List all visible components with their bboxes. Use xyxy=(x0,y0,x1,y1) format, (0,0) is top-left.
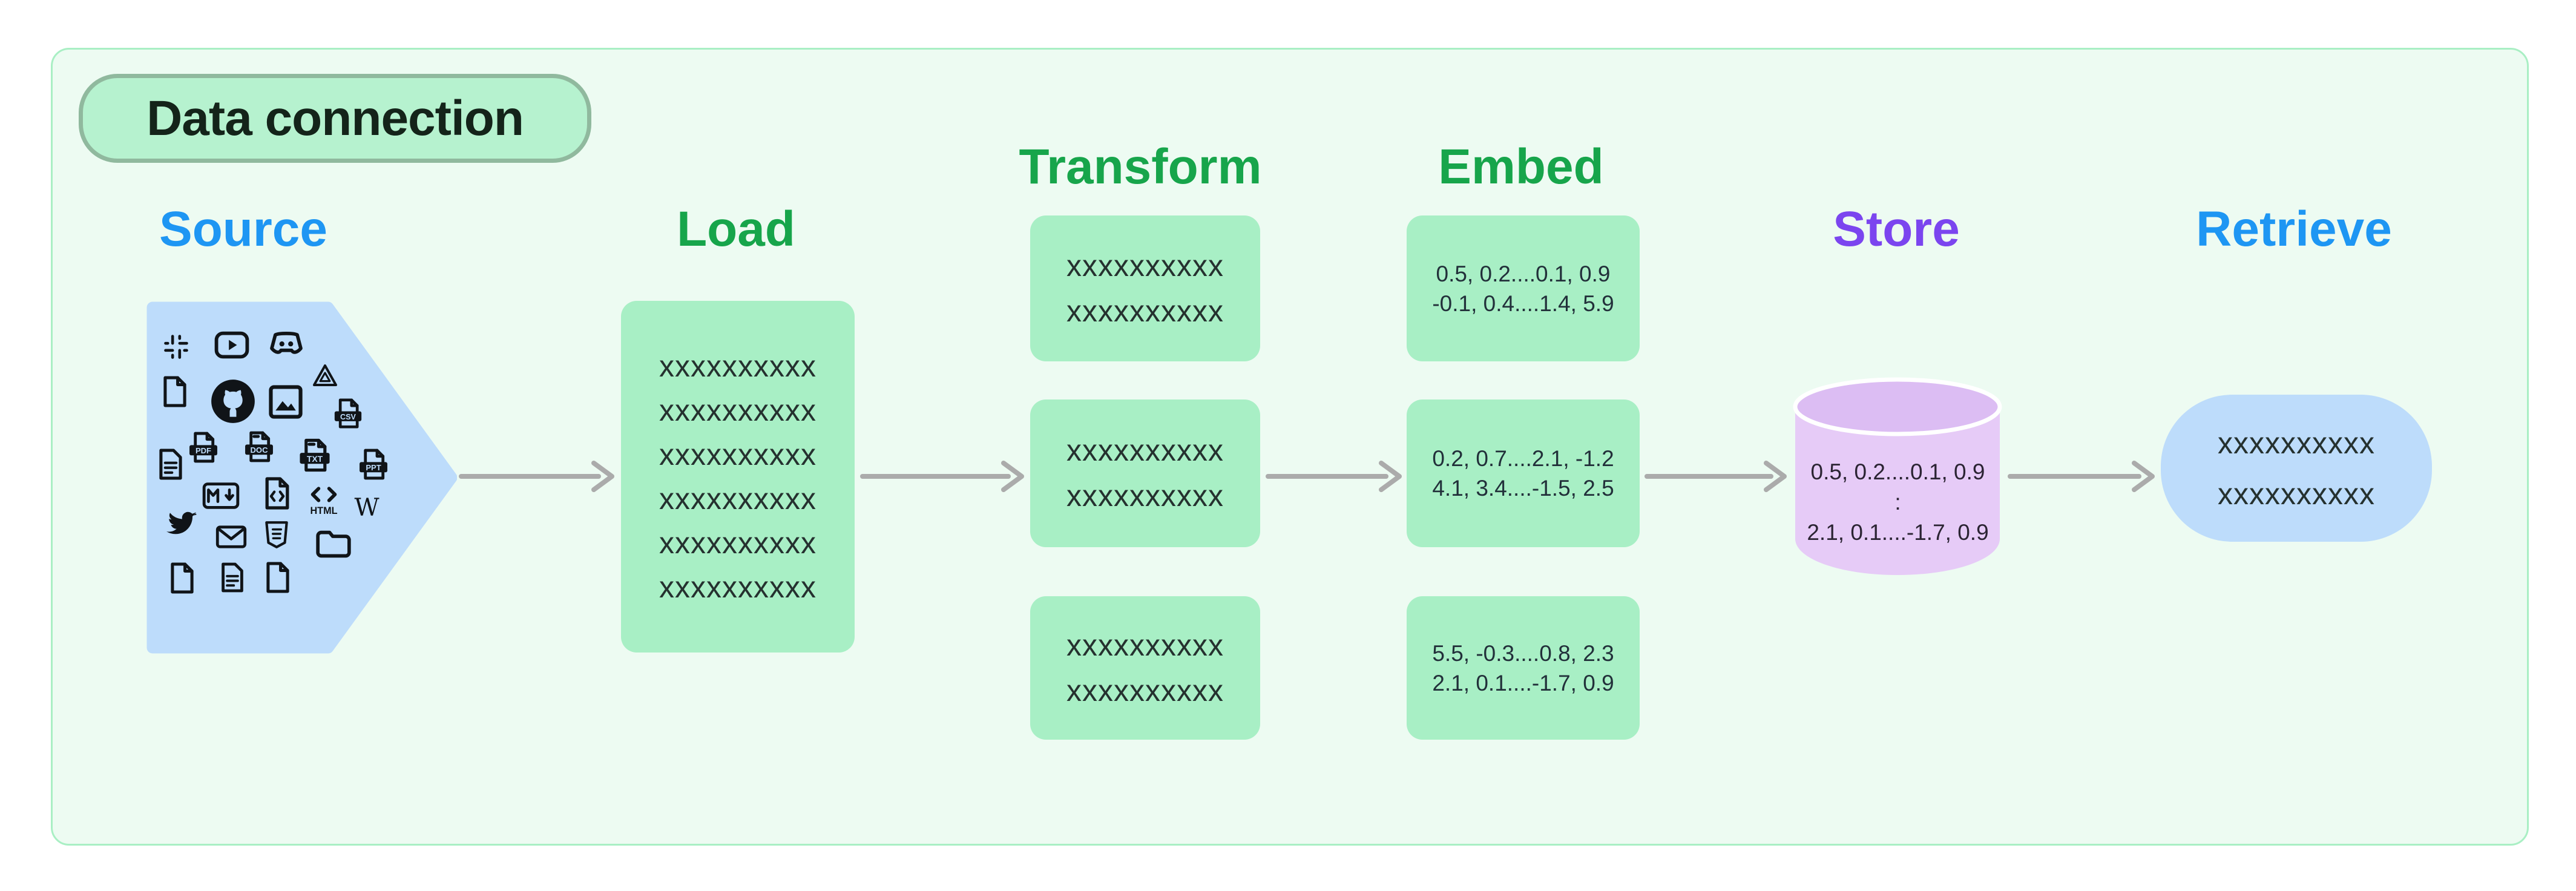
arrow-source-to-load xyxy=(459,461,614,492)
slack-icon xyxy=(161,332,191,362)
folder-icon xyxy=(315,529,352,559)
arrow-store-to-retrieve xyxy=(2008,461,2155,492)
svg-text:PPT: PPT xyxy=(366,463,381,472)
transform-doc-node: xxxxxxxxxx xxxxxxxxxx xyxy=(1030,215,1260,361)
text-line: xxxxxxxxxx xyxy=(1066,248,1224,283)
embed-vector-node: 0.5, 0.2....0.1, 0.9 -0.1, 0.4....1.4, 5… xyxy=(1407,215,1640,361)
code-file-icon xyxy=(263,476,292,511)
store-database-cylinder xyxy=(1793,377,2002,575)
file-text-icon xyxy=(219,561,246,594)
heading-transform: Transform xyxy=(1019,139,1262,194)
transform-doc-node: xxxxxxxxxx xxxxxxxxxx xyxy=(1030,596,1260,740)
vector-line: 0.2, 0.7....2.1, -1.2 xyxy=(1432,446,1614,471)
heading-retrieve: Retrieve xyxy=(2196,202,2392,257)
vector-line: : xyxy=(1894,490,1901,515)
image-icon xyxy=(267,383,304,421)
heading-embed: Embed xyxy=(1438,139,1604,194)
text-line: xxxxxxxxxx xyxy=(1066,628,1224,662)
vector-line: 4.1, 3.4....-1.5, 2.5 xyxy=(1432,476,1614,501)
arrow-load-to-transform xyxy=(860,461,1024,492)
file-icon xyxy=(264,561,292,594)
svg-text:HTML: HTML xyxy=(310,505,337,516)
github-icon xyxy=(208,376,258,426)
diagram-title: Data connection xyxy=(146,90,524,146)
pdf-file-icon: PDF xyxy=(186,430,221,465)
transform-doc-node: xxxxxxxxxx xxxxxxxxxx xyxy=(1030,399,1260,547)
csv-file-icon: CSV xyxy=(331,396,365,430)
text-line: xxxxxxxxxx xyxy=(1066,433,1224,467)
text-line: xxxxxxxxxx xyxy=(2218,476,2375,511)
text-line: xxxxxxxxxx xyxy=(659,393,816,427)
svg-text:PDF: PDF xyxy=(196,446,211,455)
heading-source: Source xyxy=(159,202,327,257)
heading-load: Load xyxy=(677,202,795,257)
text-line: xxxxxxxxxx xyxy=(659,570,816,604)
embed-vector-node: 0.2, 0.7....2.1, -1.2 4.1, 3.4....-1.5, … xyxy=(1407,399,1640,547)
vector-line: 2.1, 0.1....-1.7, 0.9 xyxy=(1432,670,1614,695)
discord-icon xyxy=(268,330,305,361)
arrow-embed-to-store xyxy=(1644,461,1787,492)
retrieve-node: xxxxxxxxxx xxxxxxxxxx xyxy=(2161,395,2432,542)
svg-text:CSV: CSV xyxy=(340,413,356,421)
vector-line: 0.5, 0.2....0.1, 0.9 xyxy=(1810,459,1985,484)
txt-file-icon: TXT xyxy=(296,436,334,474)
arrow-transform-to-embed xyxy=(1266,461,1402,492)
text-line: xxxxxxxxxx xyxy=(1066,294,1224,328)
wikipedia-icon: W xyxy=(351,494,383,522)
doc-file-icon: DOC xyxy=(242,429,277,464)
text-line: xxxxxxxxxx xyxy=(659,349,816,383)
embed-vector-node: 5.5, -0.3....0.8, 2.3 2.1, 0.1....-1.7, … xyxy=(1407,596,1640,740)
heading-store: Store xyxy=(1833,202,1960,257)
vector-line: 0.5, 0.2....0.1, 0.9 xyxy=(1436,261,1611,286)
vector-line: 2.1, 0.1....-1.7, 0.9 xyxy=(1807,520,1989,545)
text-line: xxxxxxxxxx xyxy=(659,525,816,560)
svg-text:DOC: DOC xyxy=(251,446,269,455)
source-node: CSV PDF DOC TXT PPT HTML W xyxy=(146,301,457,654)
diagram-frame xyxy=(51,48,2529,846)
file-icon xyxy=(161,375,189,409)
markdown-icon xyxy=(202,482,240,510)
text-line: xxxxxxxxxx xyxy=(2218,426,2375,460)
store-vector-text: 0.5, 0.2....0.1, 0.9 : 2.1, 0.1....-1.7,… xyxy=(1793,376,2002,577)
load-node: xxxxxxxxxx xxxxxxxxxx xxxxxxxxxx xxxxxxx… xyxy=(621,301,855,653)
ppt-file-icon: PPT xyxy=(356,447,391,482)
text-line: xxxxxxxxxx xyxy=(1066,479,1224,513)
svg-text:TXT: TXT xyxy=(307,454,323,464)
twitter-icon xyxy=(163,511,200,541)
youtube-icon xyxy=(214,331,250,359)
vector-line: -0.1, 0.4....1.4, 5.9 xyxy=(1432,291,1614,316)
vector-line: 5.5, -0.3....0.8, 2.3 xyxy=(1432,640,1614,666)
css3-icon xyxy=(264,520,289,550)
text-line: xxxxxxxxxx xyxy=(659,481,816,516)
google-drive-icon xyxy=(310,363,340,390)
title-pill: Data connection xyxy=(79,74,591,163)
svg-text:W: W xyxy=(354,494,379,521)
mail-icon xyxy=(215,525,247,549)
html-icon: HTML xyxy=(304,485,343,517)
text-line: xxxxxxxxxx xyxy=(1066,673,1224,708)
text-line: xxxxxxxxxx xyxy=(659,437,816,472)
file-icon xyxy=(168,561,196,595)
file-text-icon xyxy=(157,447,185,481)
